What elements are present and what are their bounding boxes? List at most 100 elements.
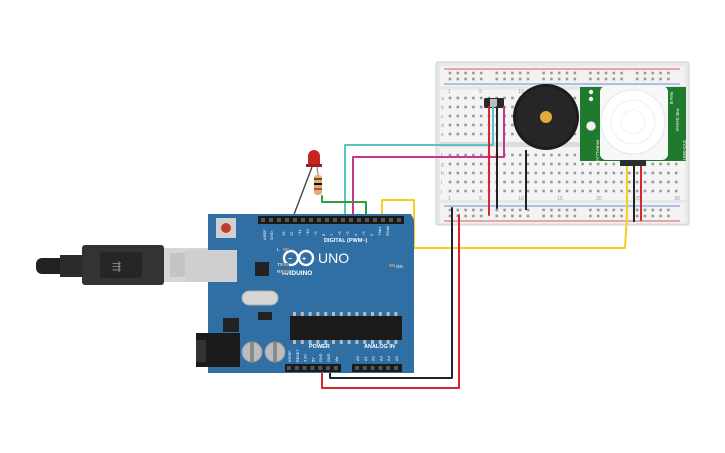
breadboard-hole	[511, 162, 514, 166]
arduino-logo: − +	[282, 249, 315, 267]
wire-red-5v	[321, 214, 460, 389]
header-hole	[333, 218, 337, 222]
breadboard-hole	[448, 189, 452, 193]
breadboard-hole	[620, 180, 623, 184]
rail-hole	[550, 208, 553, 212]
rail-hole	[479, 214, 483, 218]
power-pin-label: GND	[327, 353, 331, 362]
breadboard-hole	[550, 189, 553, 193]
pir-rev: Rev B	[669, 92, 674, 104]
digital-pin-label: ~3	[361, 231, 366, 236]
rail-hole	[456, 77, 460, 81]
breadboard-hole	[550, 171, 553, 175]
svg-text:+: +	[302, 256, 306, 263]
rail-hole	[557, 208, 561, 212]
rail-hole	[479, 77, 483, 81]
rail-hole	[565, 208, 569, 212]
breadboard-hole	[620, 171, 623, 175]
breadboard-hole	[565, 189, 569, 193]
rail-hole	[635, 214, 639, 218]
column-number: 30	[674, 196, 680, 202]
rail-hole	[596, 77, 600, 81]
breadboard-hole	[464, 162, 467, 166]
breadboard-hole	[518, 180, 522, 184]
breadboard-hole	[448, 153, 452, 157]
row-letter-b: b	[441, 105, 444, 111]
breadboard-hole	[635, 171, 639, 175]
analog-pin-label: A3	[378, 355, 383, 361]
breadboard-hole	[651, 162, 655, 166]
breadboard-hole	[503, 96, 506, 100]
breadboard-hole	[635, 180, 639, 184]
header-hole	[349, 218, 353, 222]
breadboard-hole	[479, 105, 483, 109]
digital-pin-label: ~9	[313, 231, 318, 236]
breadboard-hole	[557, 171, 561, 175]
breadboard-hole	[526, 162, 530, 166]
board-brand: ARDUINO	[282, 270, 312, 277]
breadboard-hole	[503, 162, 506, 166]
chip-pin	[363, 312, 367, 316]
column-number: 25	[635, 196, 641, 202]
header-hole	[373, 218, 377, 222]
wire-green-led	[321, 195, 367, 226]
row-letter-e: e	[441, 132, 444, 138]
breadboard-hole	[479, 162, 483, 166]
breadboard-hole	[472, 105, 475, 109]
header-hole	[310, 366, 315, 370]
chip-pin	[293, 312, 296, 316]
header-hole	[302, 366, 307, 370]
column-number: 1	[448, 196, 451, 202]
rail-hole	[518, 71, 522, 75]
header-hole	[394, 366, 398, 370]
breadboard-hole	[479, 171, 483, 175]
chip-pin	[293, 340, 296, 344]
breadboard-hole	[479, 123, 483, 127]
column-number: 5	[479, 89, 482, 95]
breadboard-hole	[479, 114, 483, 118]
breadboard-hole	[573, 132, 577, 136]
chip-pin	[355, 312, 359, 316]
breadboard-hole	[448, 123, 452, 127]
rail-hole	[511, 71, 514, 75]
rail-hole	[667, 208, 670, 212]
chip-pin	[316, 312, 320, 316]
rail-hole	[612, 208, 616, 212]
breadboard-hole	[511, 153, 514, 157]
breadboard-hole	[667, 189, 670, 193]
column-number: 10	[518, 196, 524, 202]
header-hole	[301, 218, 305, 222]
breadboard-hole	[565, 162, 569, 166]
breadboard-hole	[456, 189, 460, 193]
breadboard-hole	[472, 114, 475, 118]
header-hole	[397, 218, 401, 222]
header-hole	[362, 366, 367, 370]
rail-hole	[511, 77, 514, 81]
digital-pwm-label: DIGITAL (PWM~)	[324, 238, 368, 244]
rail-hole	[495, 71, 499, 75]
rail-hole	[503, 208, 506, 212]
breadboard-hole	[651, 189, 655, 193]
rail-hole	[526, 208, 530, 212]
rail-hole	[495, 214, 499, 218]
breadboard-hole	[448, 180, 452, 184]
breadboard-hole	[472, 153, 475, 157]
chip-pin	[324, 312, 328, 316]
rail-hole	[518, 77, 522, 81]
rail-hole	[651, 71, 655, 75]
chip-pin	[308, 340, 312, 344]
rail-hole	[511, 214, 514, 218]
chip-pin	[332, 340, 335, 344]
digital-header-holes	[261, 218, 401, 222]
rail-hole	[448, 71, 452, 75]
on-led	[389, 264, 395, 267]
breadboard-hole	[503, 180, 506, 184]
header-hole	[294, 366, 299, 370]
header-hole	[333, 366, 338, 370]
rx-led-label: RX	[277, 269, 283, 274]
breadboard-hole	[456, 105, 460, 109]
chip-pin	[386, 340, 390, 344]
breadboard-hole	[464, 114, 467, 118]
rail-hole	[573, 71, 577, 75]
